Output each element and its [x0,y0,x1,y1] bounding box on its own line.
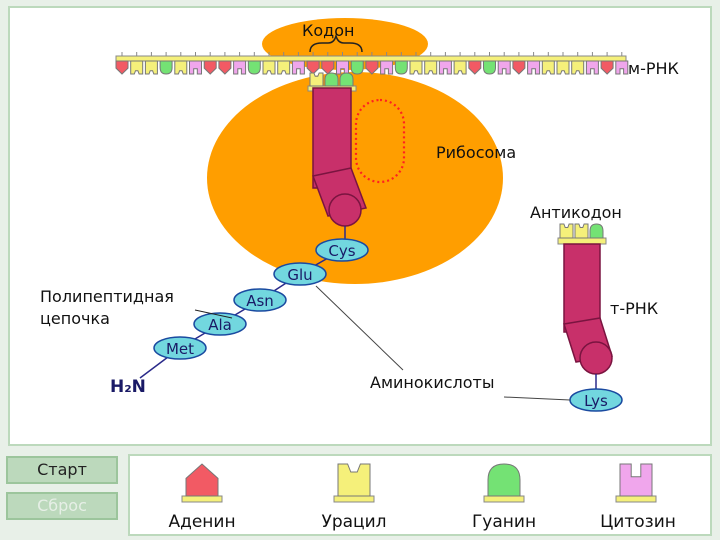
legend-label-cytosine: Цитозин [600,512,676,532]
legend-icons [181,463,657,503]
amino-acid-ala [193,312,247,336]
legend-adenine-icon [185,463,219,497]
mrna-base-adenine [306,60,320,75]
free-anticodon-base-guanine [589,223,604,239]
codon-label: Кодон [302,21,354,40]
bound-anticodon-base-uracil [309,72,324,87]
free-trna: Антикодон Lys т-РНК [530,203,659,412]
mrna-base-uracil [571,60,585,75]
mrna-base-guanine [483,60,496,75]
mrna-base-uracil [409,60,423,75]
mrna-strand [115,52,629,75]
legend-label-guanine: Гуанин [471,512,537,532]
legend-backbone-uracil [333,495,375,503]
mrna-base-cytosine [233,60,247,75]
mrna-base-guanine [350,60,364,75]
mrna-base-guanine [159,60,173,75]
mrna-base-adenine [321,60,335,75]
mrna-base-adenine [365,60,379,75]
h2n-label: H₂N [110,377,146,397]
mrna-base-adenine [600,60,614,75]
polypeptide-label-line1: Полипептидная [40,287,174,306]
mrna-base-uracil [130,60,144,75]
reset-button[interactable]: Сброс [6,492,118,520]
mrna-base-uracil [541,60,555,75]
nucleotide-legend: Аденин Урацил Гуанин Цитозин [128,454,712,536]
mrna-base-cytosine [585,60,599,75]
mrna-base-adenine [203,60,217,75]
free-anticodon-base-uracil [559,223,574,239]
mrna-label: м-РНК [628,59,680,78]
start-button[interactable]: Старт [6,456,118,484]
free-trna-end [579,341,613,375]
legend-uracil-icon [337,463,371,497]
trna-label: т-РНК [610,299,659,318]
mrna-base-cytosine [291,60,305,75]
mrna-base-uracil [277,60,291,75]
mrna-base-adenine [512,60,526,75]
polypeptide-label-line2: цепочка [40,309,110,328]
bound-anticodon-base-guanine [324,72,339,87]
mrna-base-uracil [144,60,158,75]
mrna-base-uracil [262,60,276,75]
amino-acids-pointer-1 [315,285,404,371]
free-anticodon-backbone [557,237,607,245]
ribosome-a-site-outline [354,98,406,184]
legend-label-adenine: Аденин [168,512,236,532]
mrna-base-adenine [218,60,232,75]
mrna-backbone [115,55,627,62]
mrna-base-uracil [453,60,467,75]
mrna-base-adenine [115,60,129,75]
legend-backbone-adenine [181,495,223,503]
mrna-base-adenine [468,60,482,75]
polypeptide-pointer [194,309,233,319]
amino-acid-met [153,336,207,360]
lys-label: Lys [584,392,608,410]
amino-acid-label-cys: Cys [328,242,355,260]
free-anticodon-base-uracil [574,223,589,239]
bound-anticodon-base-guanine [339,72,354,87]
mrna-base-cytosine [527,60,541,75]
free-trna-stem [563,243,601,333]
amino-acid-asn [233,288,287,312]
amino-acid-label-glu: Glu [287,266,312,284]
amino-acids-label: Аминокислоты [370,373,495,392]
codon-brace [309,33,363,53]
mrna-base-cytosine [380,60,394,75]
mrna-base-uracil [556,60,570,75]
amino-acid-glu [273,262,327,286]
amino-acids-pointer-2 [503,396,571,401]
mrna-base-uracil [424,60,438,75]
mrna-base-uracil [174,60,188,75]
amino-acid-label-asn: Asn [246,292,274,310]
amino-acid-label-ala: Ala [208,316,232,334]
mrna-base-cytosine [336,60,349,75]
legend-label-uracil: Урацил [321,512,387,532]
mrna-base-cytosine [497,60,511,75]
legend-backbone-cytosine [615,495,657,503]
amino-acid-cys [315,238,369,262]
legend-backbone-guanine [483,495,525,503]
legend-cytosine-icon [619,463,653,497]
bound-trna-end [328,193,362,227]
mrna-base-guanine [394,60,408,75]
ribosome-label: Рибосома [436,143,516,162]
legend-guanine-icon [487,463,521,497]
amino-acid-label-met: Met [166,340,194,358]
anticodon-label: Антикодон [530,203,622,222]
mrna-base-cytosine [438,60,452,75]
mrna-base-guanine [247,60,261,75]
mrna-base-cytosine [615,60,629,75]
free-trna-anticodon [557,223,607,245]
mrna-base-cytosine [189,60,202,75]
